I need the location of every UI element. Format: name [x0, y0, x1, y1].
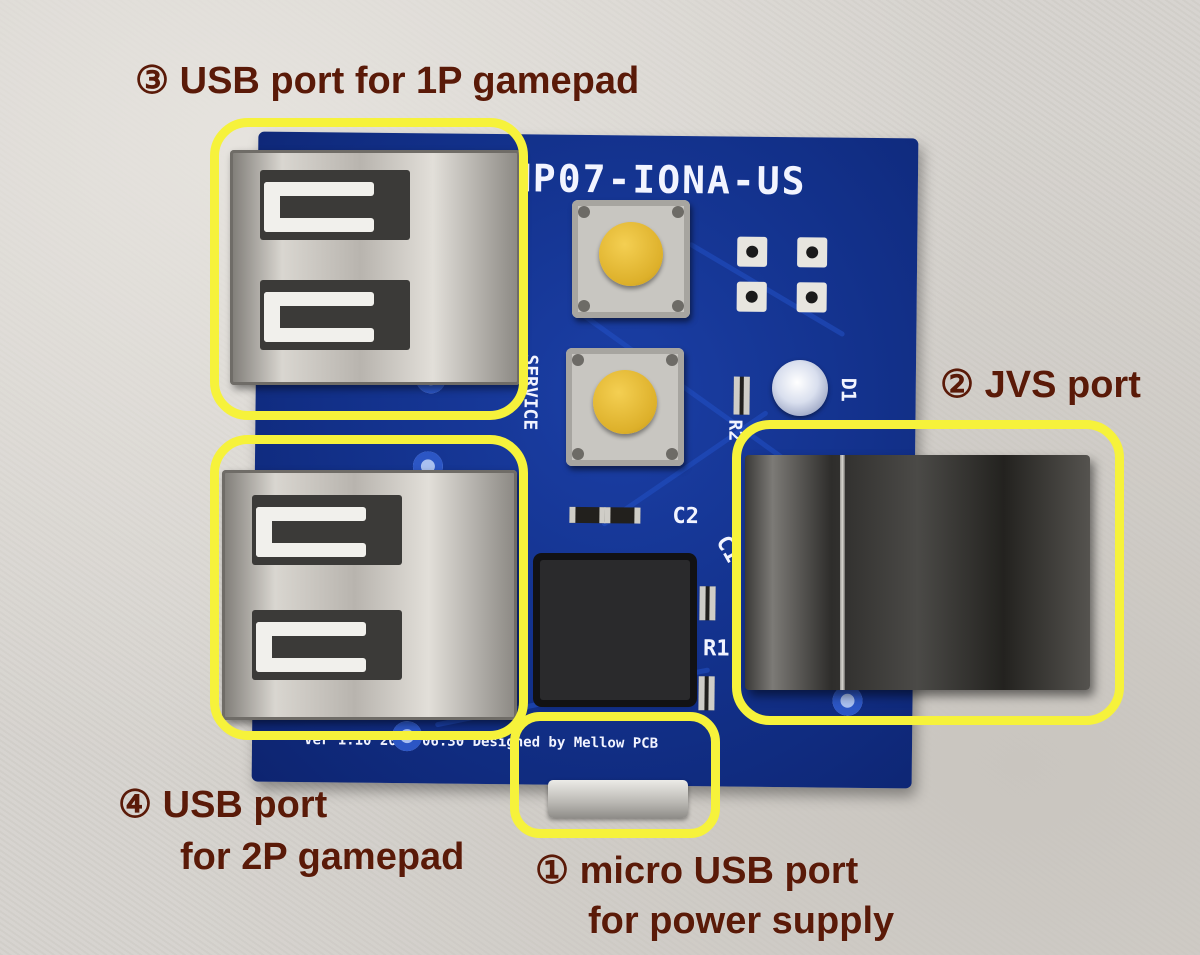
button-screw — [572, 448, 584, 460]
c2-label: C2 — [672, 503, 700, 530]
button-screw — [666, 448, 678, 460]
header-pad — [796, 282, 827, 313]
button-screw — [578, 300, 590, 312]
usb-contact — [264, 292, 374, 306]
resistor-r1 — [698, 676, 715, 711]
resistor-r2 — [733, 376, 750, 415]
microcontroller-chip — [530, 548, 700, 712]
micro-usb-port — [548, 780, 688, 818]
usb-contact — [256, 507, 366, 521]
usb-port-2p — [222, 470, 517, 720]
usb-contact — [264, 328, 374, 342]
highlight-jvs — [732, 420, 1124, 725]
highlight-usb-2p — [210, 435, 528, 740]
label-jvs: ② JVS port — [940, 364, 1141, 406]
usb-contact — [256, 658, 366, 672]
r1-label: R1 — [702, 636, 730, 662]
header-pad — [797, 237, 828, 268]
capacitor-c1 — [699, 586, 716, 621]
button-screw — [572, 354, 584, 366]
label-usb-2p-line2: for 2P gamepad — [180, 836, 465, 878]
jvs-usb-b-port — [745, 455, 1090, 690]
test-button — [572, 200, 690, 318]
service-button-cap — [593, 370, 657, 434]
usb-contact — [264, 182, 374, 196]
label-micro-usb-line2: for power supply — [588, 900, 895, 942]
usb-b-seam — [840, 455, 845, 690]
header-pad — [736, 281, 767, 312]
capacitor — [569, 506, 606, 524]
button-screw — [578, 206, 590, 218]
highlight-micro-usb — [510, 712, 720, 838]
usb-port-1p — [230, 150, 520, 385]
capacitor-c2 — [604, 507, 641, 524]
label-usb-2p-line1: ④ USB port — [118, 784, 328, 826]
label-usb-1p: ③ USB port for 1P gamepad — [135, 60, 640, 102]
led-d1 — [772, 360, 828, 416]
board-name: MP07-IONA-US — [507, 156, 807, 204]
highlight-usb-1p — [210, 118, 528, 420]
service-button — [566, 348, 684, 466]
button-screw — [672, 300, 684, 312]
header-pad — [737, 236, 768, 267]
usb-contact — [264, 218, 374, 232]
test-button-cap — [599, 222, 663, 286]
label-micro-usb-line1: ① micro USB port — [535, 850, 859, 892]
button-screw — [672, 206, 684, 218]
usb-contact — [256, 622, 366, 636]
d1-label: D1 — [836, 377, 861, 402]
usb-contact — [256, 543, 366, 557]
button-screw — [666, 354, 678, 366]
